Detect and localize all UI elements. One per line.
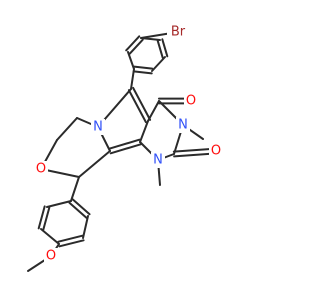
imide-nitrogen-atom-label: N bbox=[178, 118, 188, 133]
atom-label-layer: Br O O N N N O O bbox=[34, 24, 223, 264]
single-bond bbox=[82, 215, 89, 239]
lower-oxo-atom-label: O bbox=[211, 144, 221, 159]
ether-oxygen-atom-label: O bbox=[46, 249, 56, 264]
bromine-atom-label: Br bbox=[171, 25, 186, 40]
double-bond-line bbox=[42, 206, 51, 231]
pyrrole-nitrogen-label-backdrop bbox=[91, 119, 105, 135]
imide-nitrogen-label-backdrop bbox=[176, 117, 190, 133]
single-bond bbox=[56, 117, 78, 141]
double-bond-line bbox=[125, 35, 141, 52]
single-bond bbox=[140, 37, 161, 41]
ring-oxygen-atom-label: O bbox=[36, 162, 46, 177]
single-bond bbox=[78, 150, 111, 178]
single-bond bbox=[127, 51, 135, 70]
urea-nitrogen-atom-label: N bbox=[153, 153, 163, 168]
double-bond-line bbox=[132, 70, 153, 75]
pyrrole-nitrogen-atom-label: N bbox=[93, 120, 103, 135]
double-bond-line bbox=[132, 86, 152, 121]
double-bond-line bbox=[161, 38, 169, 58]
upper-oxo-atom-label: O bbox=[186, 94, 196, 109]
bond-layer bbox=[27, 31, 218, 272]
single-bond bbox=[40, 228, 60, 245]
single-bond bbox=[130, 68, 135, 90]
urea-nitrogen-label-backdrop bbox=[151, 152, 165, 168]
double-bond-line bbox=[57, 234, 84, 243]
double-bond-line bbox=[58, 239, 85, 248]
double-bond-line bbox=[68, 201, 88, 219]
ether-oxygen-label-backdrop bbox=[44, 248, 58, 264]
double-bond-line bbox=[172, 147, 217, 153]
double-bond-line bbox=[133, 65, 154, 70]
upper-oxo-label-backdrop bbox=[184, 93, 198, 109]
lower-oxo-label-backdrop bbox=[209, 143, 223, 159]
double-bond-line bbox=[128, 38, 144, 55]
double-bond-line bbox=[37, 205, 46, 230]
single-bond bbox=[70, 176, 80, 202]
double-bond-line bbox=[156, 39, 164, 59]
single-bond bbox=[147, 100, 160, 122]
single-bond bbox=[46, 200, 72, 208]
molecule-canvas: Br O O N N N O O bbox=[27, 24, 223, 272]
double-bond-line bbox=[71, 198, 91, 216]
bromine-label-backdrop bbox=[167, 24, 189, 40]
double-bond-line bbox=[108, 138, 141, 150]
double-bond-line bbox=[127, 89, 147, 124]
ring-oxygen-label-backdrop bbox=[34, 161, 48, 177]
double-bond-line bbox=[109, 143, 142, 155]
molecule-structure: Br O O N N N O O bbox=[27, 24, 223, 272]
single-bond bbox=[151, 56, 166, 72]
single-bond bbox=[139, 120, 149, 143]
